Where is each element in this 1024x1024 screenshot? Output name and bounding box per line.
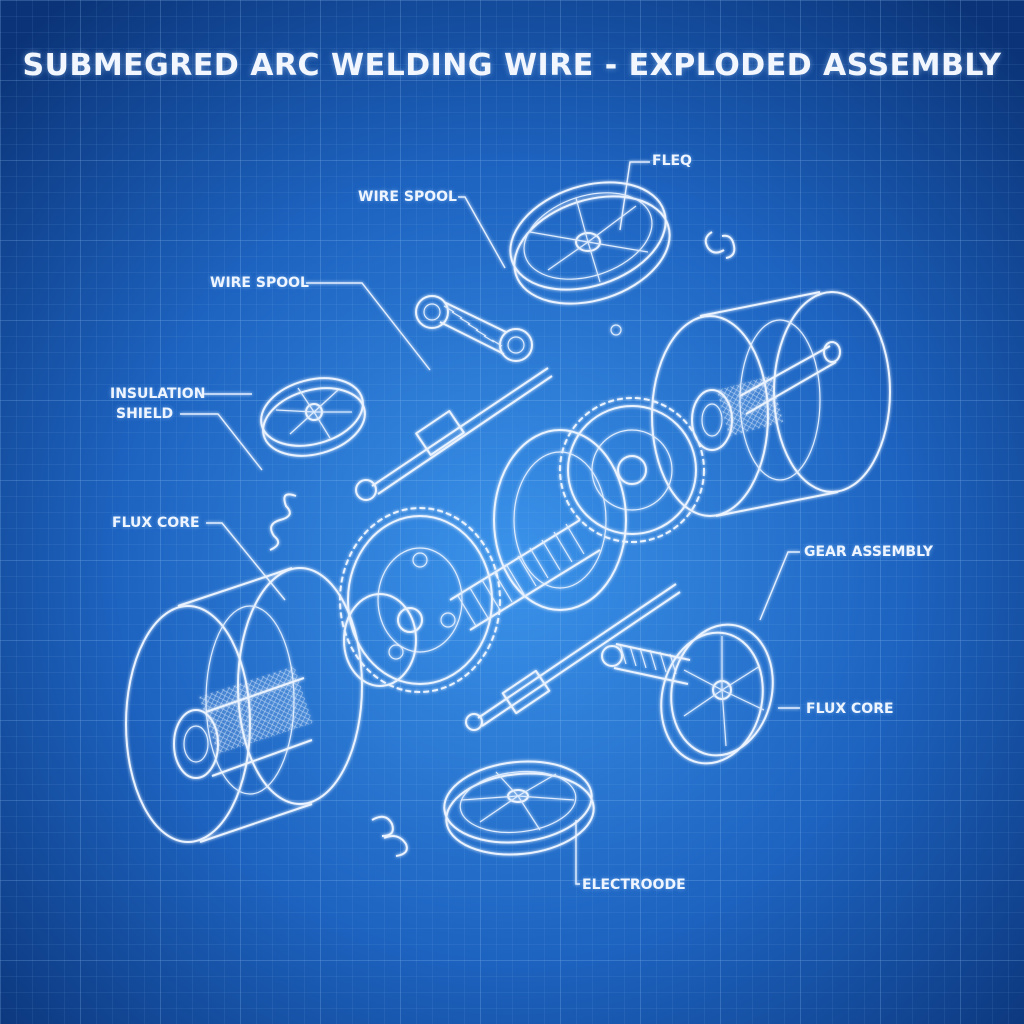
leader-lines	[180, 161, 800, 885]
washer-small	[610, 324, 622, 336]
label-electrode: ELECTROODE	[582, 877, 686, 893]
label-flux-core-left: FLUX CORE	[112, 515, 200, 531]
top-spoked-wheel	[509, 181, 671, 305]
clip-top-right	[704, 231, 736, 259]
label-flux-core-right: FLUX CORE	[806, 701, 894, 717]
spring-left	[269, 493, 297, 551]
bottom-spoked-wheel	[443, 760, 595, 856]
rod-upper	[355, 367, 553, 501]
label-shield: SHIELD	[116, 406, 174, 422]
label-wire-spool-top: WIRE SPOOL	[358, 189, 457, 205]
cylinder-left	[125, 567, 363, 843]
label-wire-spool-mid: WIRE SPOOL	[210, 275, 309, 291]
central-gear-left	[339, 507, 501, 693]
central-gear-right	[493, 397, 705, 611]
clip-bottom-left	[371, 815, 408, 857]
spring-shaft-top	[415, 295, 533, 362]
small-wheel-left	[260, 377, 366, 457]
page-title: SUBMEGRED ARC WELDING WIRE - EXPLODED AS…	[22, 48, 1002, 83]
label-insulation: INSULATION	[110, 386, 206, 402]
label-fleq: FLEQ	[652, 153, 692, 169]
cylinder-right	[651, 291, 891, 517]
wheel-right	[660, 623, 774, 765]
spring-shaft-right	[601, 643, 691, 685]
label-gear-assembly: GEAR ASSEMBLY	[804, 544, 933, 560]
rod-lower	[465, 583, 681, 731]
